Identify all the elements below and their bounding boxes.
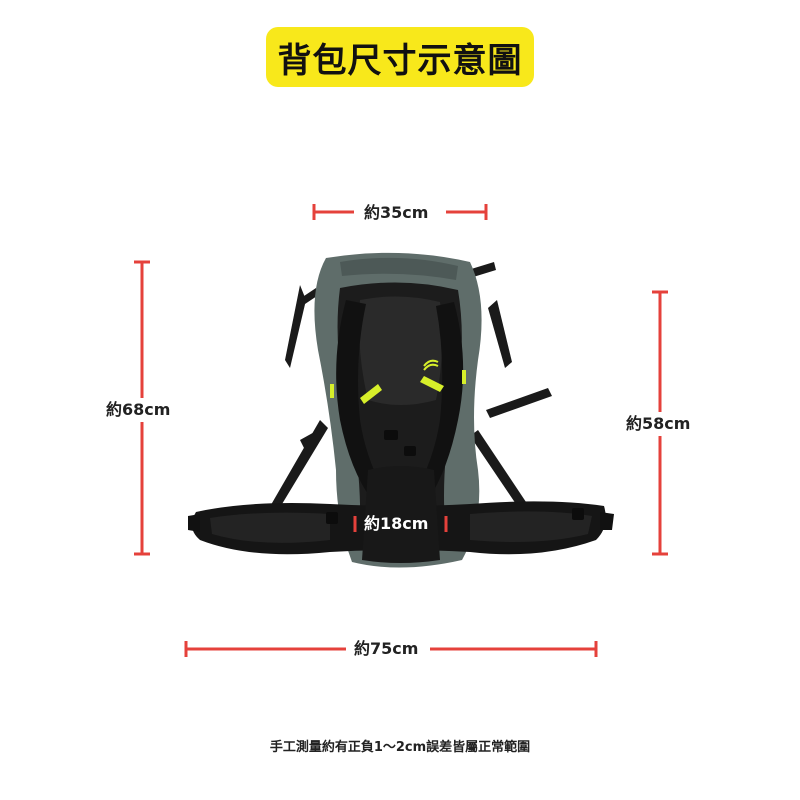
measure-top-width <box>312 204 488 220</box>
measure-left-height <box>134 260 150 556</box>
label-right-height: 約58cm <box>624 414 693 434</box>
label-left-height: 約68cm <box>104 400 173 420</box>
label-bottom-panel: 約18cm <box>364 514 429 533</box>
measure-bottom-panel <box>353 516 448 532</box>
page-title: 背包尺寸示意圖 <box>277 40 523 81</box>
measure-total-width <box>184 641 598 657</box>
measurement-note: 手工測量約有正負1～2cm誤差皆屬正常範圍 <box>269 740 531 755</box>
title-banner: 背包尺寸示意圖 <box>266 27 534 87</box>
backpack-image <box>188 252 614 568</box>
label-top-width: 約35cm <box>362 203 431 223</box>
label-total-width: 約75cm <box>352 639 421 659</box>
measure-right-height <box>652 290 668 556</box>
